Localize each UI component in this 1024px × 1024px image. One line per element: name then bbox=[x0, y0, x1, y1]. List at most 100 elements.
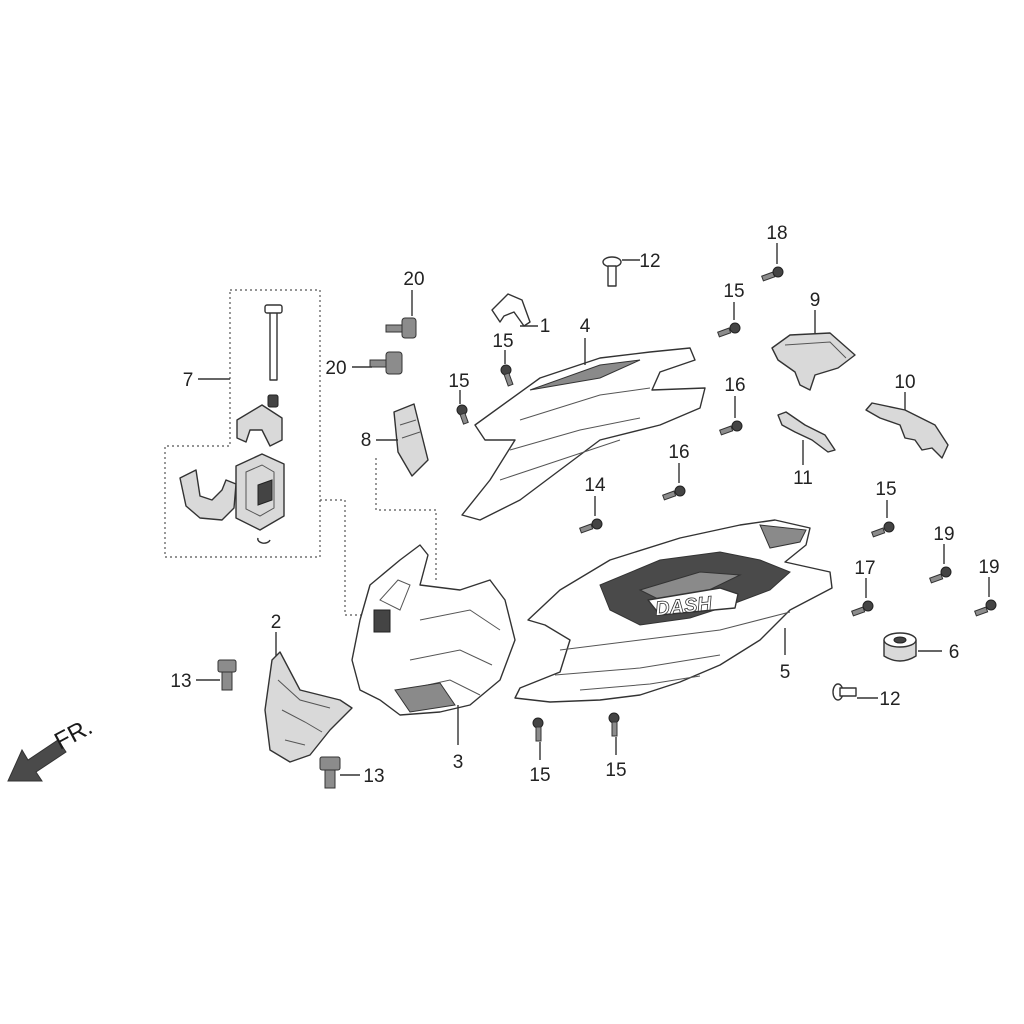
label-3: 3 bbox=[453, 752, 464, 773]
part-6-grommet-hole bbox=[893, 636, 907, 644]
part-1-clip: 1 bbox=[491, 293, 551, 337]
part-7-long-bolt bbox=[269, 311, 278, 381]
label-6: 6 bbox=[949, 642, 960, 663]
part-2-front-spoiler: 2 bbox=[264, 612, 353, 763]
part-7-bolt-head bbox=[264, 304, 283, 314]
label-19-a: 19 bbox=[933, 524, 954, 545]
label-12-top: 12 bbox=[639, 251, 660, 272]
part-8-plate-shape bbox=[393, 403, 429, 477]
label-15-c: 15 bbox=[723, 281, 744, 302]
part-14-head bbox=[591, 518, 603, 530]
part-16b-head bbox=[674, 485, 686, 497]
part-4-panel-shape bbox=[461, 347, 706, 521]
part-15-screw-f: 15 bbox=[605, 712, 627, 781]
part-12-rivet-shank bbox=[607, 265, 617, 287]
part-16-screw-a: 16 bbox=[719, 375, 746, 436]
label-14: 14 bbox=[584, 475, 606, 496]
part-2-ribs bbox=[277, 679, 331, 746]
label-13-upper: 13 bbox=[170, 671, 191, 692]
part-15-screw-b: 15 bbox=[448, 371, 470, 425]
part-15-screw-d: 15 bbox=[871, 479, 897, 538]
part-13-lower-bolt: 13 bbox=[319, 756, 385, 789]
part-3-cover-shape bbox=[351, 544, 516, 716]
part-3-lower-shade bbox=[394, 682, 456, 713]
part-7-spring bbox=[267, 394, 279, 408]
part-15d-head bbox=[883, 521, 895, 533]
part-7-dotted-outline bbox=[164, 289, 321, 558]
part-15c-head bbox=[729, 322, 741, 334]
label-16-a: 16 bbox=[724, 375, 745, 396]
part-4-upper-side-panel: 4 bbox=[461, 316, 706, 521]
label-19-b: 19 bbox=[978, 557, 999, 578]
label-10: 10 bbox=[894, 372, 915, 393]
part-9-rear-cap: 9 bbox=[771, 290, 856, 391]
label-15-f: 15 bbox=[605, 760, 626, 781]
label-9: 9 bbox=[810, 290, 821, 311]
part-16b-shank bbox=[662, 490, 677, 501]
part-20b-head bbox=[385, 351, 403, 375]
part-10-bracket-shape bbox=[865, 402, 949, 459]
part-7-u-hook bbox=[179, 469, 237, 521]
part-10-rear-bracket: 10 bbox=[865, 372, 949, 459]
front-direction-arrow: FR. bbox=[7, 713, 97, 782]
part-12-bottom-rivet: 12 bbox=[832, 683, 901, 710]
part-15c-shank bbox=[717, 327, 732, 338]
part-20-upper-bolt: 20 bbox=[385, 269, 425, 339]
part-13b-bolt-shank bbox=[324, 769, 336, 789]
label-12-bottom: 12 bbox=[879, 689, 900, 710]
part-1-clip-shape bbox=[491, 293, 531, 327]
part-17-shank bbox=[851, 606, 866, 617]
part-17-head bbox=[862, 600, 874, 612]
part-7-upper-clamp bbox=[236, 404, 283, 447]
part-12b-rivet-shank bbox=[839, 687, 857, 697]
part-19-screw-a: 19 bbox=[929, 524, 955, 584]
part-19a-head bbox=[940, 566, 952, 578]
part-7-latch bbox=[257, 479, 273, 506]
label-13-lower: 13 bbox=[363, 766, 384, 787]
part-5-ribs bbox=[554, 611, 791, 691]
part-9-edge bbox=[784, 341, 847, 359]
part-15-screw-c: 15 bbox=[717, 281, 745, 338]
part-9-cap-shape bbox=[771, 332, 856, 391]
part-20-lower-bolt: 20 bbox=[325, 351, 403, 379]
part-16-screw-b: 16 bbox=[662, 442, 690, 501]
label-18: 18 bbox=[766, 223, 787, 244]
part-5-logo-plate bbox=[647, 587, 739, 616]
label-20-upper: 20 bbox=[403, 269, 424, 290]
label-5: 5 bbox=[780, 662, 791, 683]
part-2-spoiler-shape bbox=[264, 651, 353, 763]
part-8-slots bbox=[399, 419, 421, 439]
front-arrow-icon bbox=[7, 739, 67, 782]
part-4-top-edge bbox=[529, 359, 641, 391]
label-15-a: 15 bbox=[492, 331, 513, 352]
part-16a-head bbox=[731, 420, 743, 432]
label-15-b: 15 bbox=[448, 371, 469, 392]
part-14-screw: 14 bbox=[579, 475, 606, 534]
part-13-upper-bolt: 13 bbox=[170, 659, 237, 692]
label-11: 11 bbox=[793, 468, 813, 489]
part-15a-shank bbox=[503, 372, 514, 387]
part-15b-shank bbox=[459, 412, 469, 425]
part-7-clip-ring bbox=[257, 537, 271, 544]
part-13a-bolt-head bbox=[217, 659, 237, 673]
part-4-ribs bbox=[499, 387, 651, 481]
part-8-dotted-link bbox=[375, 458, 437, 580]
label-7: 7 bbox=[183, 370, 194, 391]
part-7-to-3-dotted-link bbox=[320, 499, 365, 616]
part-16a-shank bbox=[719, 425, 734, 436]
part-17-screw: 17 bbox=[851, 558, 876, 617]
part-18-head bbox=[772, 266, 784, 278]
label-17: 17 bbox=[854, 558, 875, 579]
part-12-top-rivet: 12 bbox=[602, 251, 661, 287]
part-5-rear-tip bbox=[759, 524, 807, 549]
part-19b-head bbox=[985, 599, 997, 611]
part-19a-shank bbox=[929, 573, 944, 584]
part-15d-shank bbox=[871, 527, 886, 538]
label-1: 1 bbox=[540, 316, 551, 337]
part-15e-shank bbox=[535, 726, 542, 742]
label-15-e: 15 bbox=[529, 765, 550, 786]
part-13b-bolt-head bbox=[319, 756, 341, 771]
part-11-strip-shape bbox=[777, 411, 836, 453]
part-11-trim-strip: 11 bbox=[777, 411, 836, 489]
